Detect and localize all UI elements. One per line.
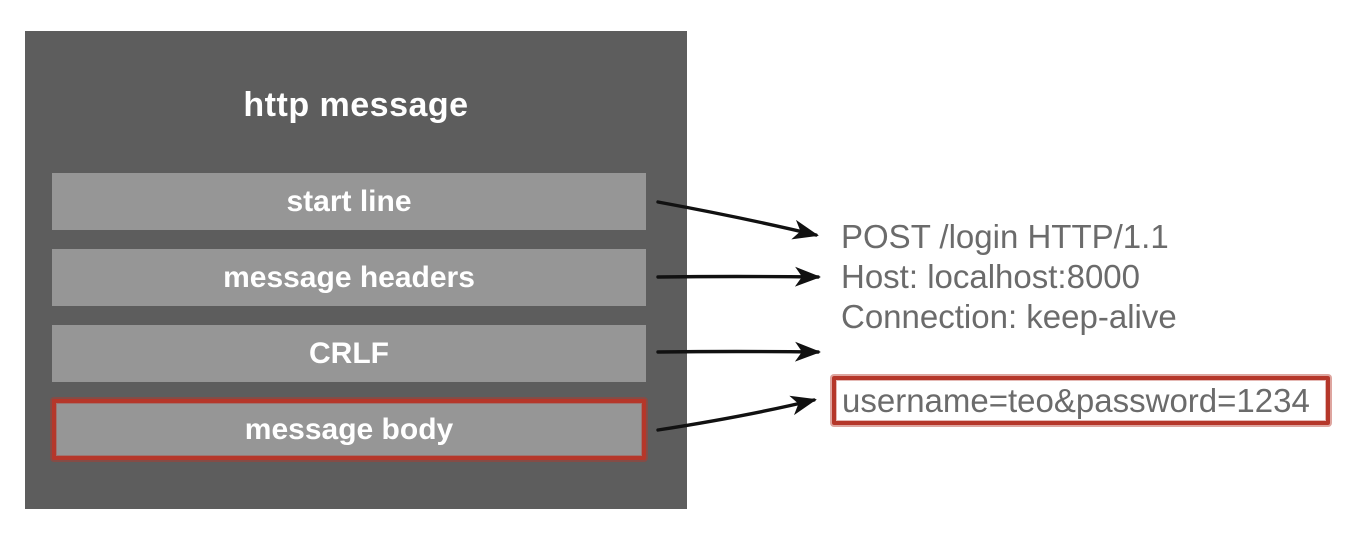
layer-label: message headers <box>223 261 475 294</box>
body-value-box: username=teo&password=1234 <box>832 376 1330 425</box>
layer-label: message body <box>244 413 454 446</box>
layer-start-line: start line <box>52 173 646 230</box>
layer-message-headers: message headers <box>52 249 646 306</box>
request-line-connection: Connection: keep-alive <box>841 298 1177 335</box>
layer-message-body-highlighted: message body <box>52 399 646 460</box>
request-line-start: POST /login HTTP/1.1 <box>841 218 1169 255</box>
panel-title: http message <box>243 86 469 124</box>
layer-crlf: CRLF <box>52 325 646 382</box>
request-preview: POST /login HTTP/1.1 Host: localhost:800… <box>841 217 1177 337</box>
body-value-text: username=teo&password=1234 <box>842 382 1310 419</box>
http-message-panel: http message start line message headers … <box>25 31 687 509</box>
layer-label: CRLF <box>309 337 389 370</box>
layer-label: start line <box>286 185 412 218</box>
request-line-host: Host: localhost:8000 <box>841 258 1141 295</box>
